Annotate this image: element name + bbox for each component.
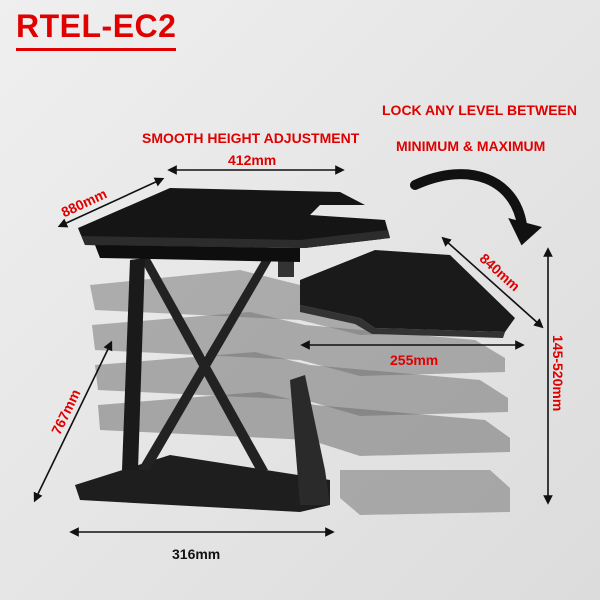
- keyboard-depth-label: 255mm: [390, 352, 439, 368]
- scissor-arm-2: [138, 260, 272, 470]
- model-title: RTEL-EC2: [16, 8, 177, 51]
- height-range-label: 145-520mm: [550, 335, 566, 412]
- base-side-rail: [290, 375, 330, 505]
- desktop-edge: [78, 228, 390, 248]
- base-depth-label: 316mm: [172, 546, 221, 562]
- keyboard-tray-edge: [300, 305, 505, 338]
- scissor-lift-frame: [75, 255, 330, 512]
- top-depth-label: 412mm: [228, 152, 277, 168]
- lock-level-label-line1: LOCK ANY LEVEL BETWEEN: [382, 102, 577, 118]
- lock-level-label-line2: MINIMUM & MAXIMUM: [396, 138, 546, 154]
- ghost-keyboard-bottom: [340, 470, 510, 515]
- dimension-arrows: [33, 165, 553, 537]
- keyboard-width-arrow: [441, 236, 544, 329]
- smooth-height-label: SMOOTH HEIGHT ADJUSTMENT: [142, 130, 360, 146]
- base-diagonal-arrow: [33, 340, 113, 503]
- top-width-arrow: [57, 177, 165, 228]
- front-leg: [122, 258, 145, 470]
- desktop-underside: [95, 245, 300, 262]
- ghost-layer-2: [92, 312, 505, 376]
- lock-level-arrow: [410, 169, 542, 246]
